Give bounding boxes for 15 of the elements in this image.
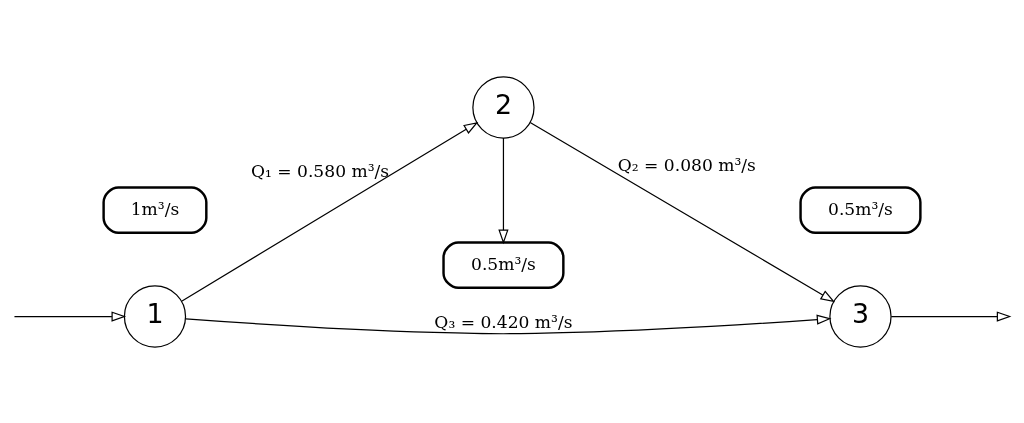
arrow bbox=[185, 314, 832, 334]
node-box: 0.5m³/s bbox=[442, 240, 565, 289]
node-circle: 3 bbox=[829, 284, 892, 348]
node-box: 0.5m³/s bbox=[799, 185, 922, 234]
arrow bbox=[498, 136, 509, 244]
arrow bbox=[529, 121, 836, 302]
node-circle: 2 bbox=[472, 75, 535, 139]
edge-label: Q₁ = 0.580 m³/s bbox=[250, 160, 390, 181]
node-box: 1m³/s bbox=[102, 185, 208, 234]
arrow bbox=[181, 121, 479, 302]
arrow bbox=[890, 310, 1012, 322]
edge-label: Q₃ = 0.420 m³/s bbox=[434, 311, 573, 332]
arrow bbox=[13, 310, 127, 322]
edge-label: Q₂ = 0.080 m³/s bbox=[617, 154, 756, 175]
node-circle: 1 bbox=[123, 284, 187, 348]
